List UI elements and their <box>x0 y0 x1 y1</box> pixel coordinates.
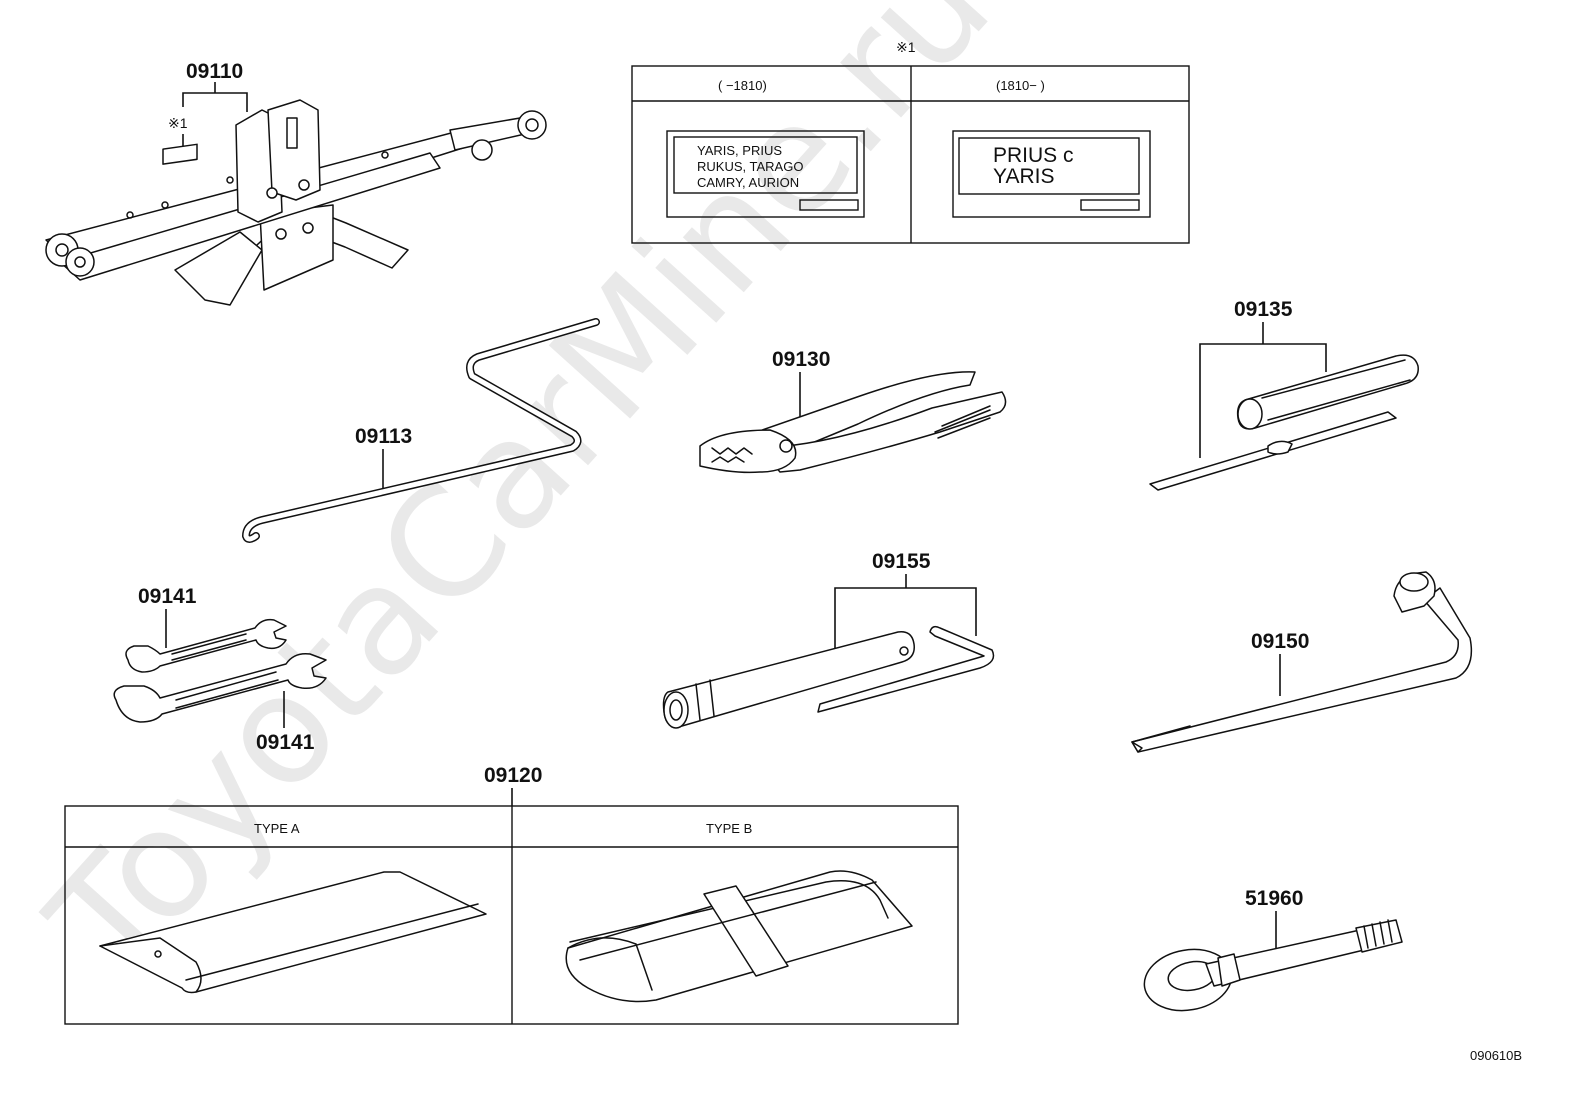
screwdriver-leader-bracket <box>1199 322 1327 458</box>
label-early-sticker: YARIS, PRIUS RUKUS, TARAGO CAMRY, AURION <box>666 130 865 218</box>
part-number-tool-bag[interactable]: 09120 <box>484 764 542 787</box>
part-number-wrench-2[interactable]: 09141 <box>256 731 315 754</box>
screwdriver-icon <box>1149 354 1419 491</box>
wrench-small-icon <box>125 618 287 673</box>
label-table-header-early: ( −1810) <box>718 78 767 93</box>
label-late-line-1: PRIUS c <box>993 144 1074 167</box>
tool-bag-type-a-header: TYPE A <box>254 821 300 836</box>
jack-group: 09110 ※1 <box>45 60 547 306</box>
wrench-large-icon <box>113 652 327 723</box>
jack-handle-icon <box>242 318 600 543</box>
wrenches-group: 09141 09141 <box>113 585 327 754</box>
wheel-nut-wrench-group: 09150 <box>1131 571 1473 753</box>
screwdriver-group: 09135 <box>1149 298 1419 491</box>
jack-label-sticker <box>162 143 198 165</box>
label-table-header-late: (1810− ) <box>996 78 1045 93</box>
label-late-line-2: YARIS <box>993 165 1054 188</box>
pliers-group: 09130 <box>699 348 1007 474</box>
tool-bag-group: 09120 TYPE A TYPE B <box>64 764 959 1025</box>
label-early-line-1: YARIS, PRIUS <box>697 143 782 158</box>
jack-icon <box>45 99 547 306</box>
pliers-icon <box>699 371 1007 474</box>
tool-bag-type-b-header: TYPE B <box>706 821 752 836</box>
tool-bag-type-b-icon <box>565 870 913 1003</box>
label-early-line-2: RUKUS, TARAGO <box>697 159 803 174</box>
part-number-towing-eyelet[interactable]: 51960 <box>1245 887 1303 910</box>
drawing-code: 090610B <box>1470 1048 1522 1063</box>
spark-plug-wrench-icon <box>662 625 995 729</box>
towing-eyelet-icon <box>1143 919 1403 1012</box>
part-number-wrench-1[interactable]: 09141 <box>138 585 197 608</box>
label-late-sticker: PRIUS c YARIS <box>952 130 1151 218</box>
part-number-screwdriver[interactable]: 09135 <box>1234 298 1293 321</box>
part-number-pliers[interactable]: 09130 <box>772 348 830 371</box>
note-mark-table: ※1 <box>896 39 916 55</box>
spark-plug-wrench-leader-bracket <box>834 574 977 672</box>
part-number-jack-handle[interactable]: 09113 <box>355 425 412 448</box>
part-number-spark-plug-wrench[interactable]: 09155 <box>872 550 931 573</box>
note-mark-jack: ※1 <box>168 115 188 131</box>
jack-handle-group: 09113 <box>242 318 600 543</box>
part-number-wheel-nut-wrench[interactable]: 09150 <box>1251 630 1309 653</box>
jack-leader-bracket <box>182 82 248 112</box>
label-early-line-3: CAMRY, AURION <box>697 175 799 190</box>
label-table: ※1 ( −1810) (1810− ) YARIS, PRIUS RUKUS,… <box>631 39 1190 244</box>
towing-eyelet-group: 51960 <box>1143 887 1403 1012</box>
tool-bag-type-a-icon <box>99 871 487 994</box>
spark-plug-wrench-group: 09155 <box>662 550 995 729</box>
part-number-jack[interactable]: 09110 <box>186 60 243 83</box>
wheel-nut-wrench-icon <box>1131 571 1473 753</box>
